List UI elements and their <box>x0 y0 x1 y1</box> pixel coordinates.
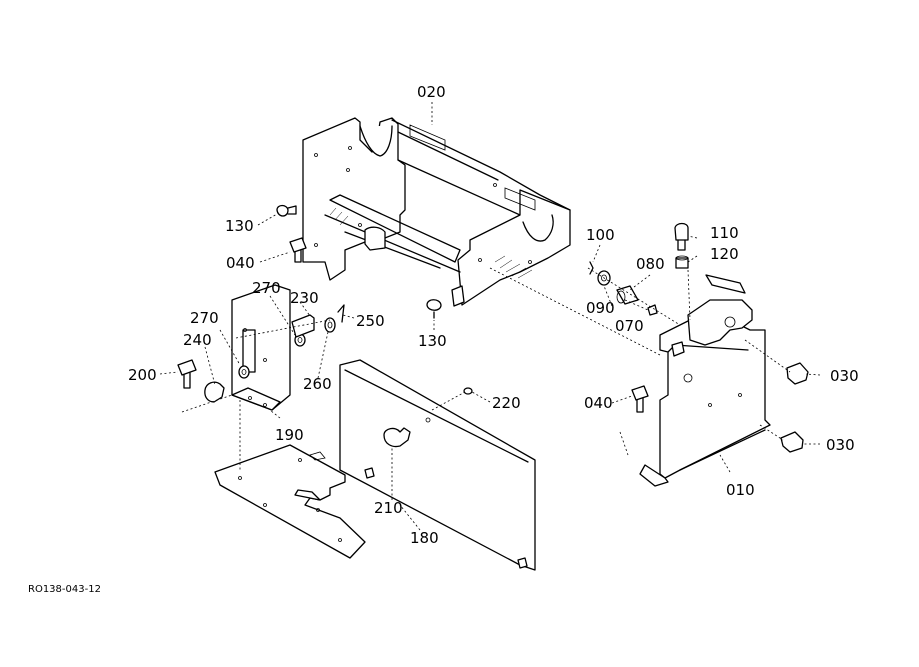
label-100: 100 <box>586 226 615 244</box>
label-040-left: 040 <box>226 254 255 272</box>
label-020: 020 <box>417 83 446 101</box>
label-210: 210 <box>374 499 403 517</box>
label-200: 200 <box>128 366 157 384</box>
main-frame-020 <box>302 117 571 307</box>
label-190: 190 <box>275 426 304 444</box>
label-260: 260 <box>303 375 332 393</box>
label-180: 180 <box>410 529 439 547</box>
part-number-labels: 020 130 040 130 100 110 120 080 090 070 … <box>128 83 859 547</box>
label-110: 110 <box>710 224 739 242</box>
label-130-lower: 130 <box>418 332 447 350</box>
label-120: 120 <box>710 245 739 263</box>
label-090: 090 <box>586 299 615 317</box>
right-bracket-010 <box>639 274 771 487</box>
label-270-upper: 270 <box>252 279 281 297</box>
label-030-upper: 030 <box>830 367 859 385</box>
hardware <box>177 204 809 453</box>
label-130-upper: 130 <box>225 217 254 235</box>
label-250: 250 <box>356 312 385 330</box>
label-220: 220 <box>492 394 521 412</box>
label-270-lower: 270 <box>190 309 219 327</box>
label-230: 230 <box>290 289 319 307</box>
label-240: 240 <box>183 331 212 349</box>
left-bracket-190 <box>231 284 291 411</box>
label-030-lower: 030 <box>826 436 855 454</box>
label-010: 010 <box>726 481 755 499</box>
diagram-reference-code: RO138-043-12 <box>28 584 101 595</box>
cover-plate-180 <box>339 359 536 571</box>
base-plate <box>214 444 366 559</box>
label-080: 080 <box>636 255 665 273</box>
leader-lines <box>159 102 821 531</box>
label-070: 070 <box>615 317 644 335</box>
label-040-right: 040 <box>584 394 613 412</box>
